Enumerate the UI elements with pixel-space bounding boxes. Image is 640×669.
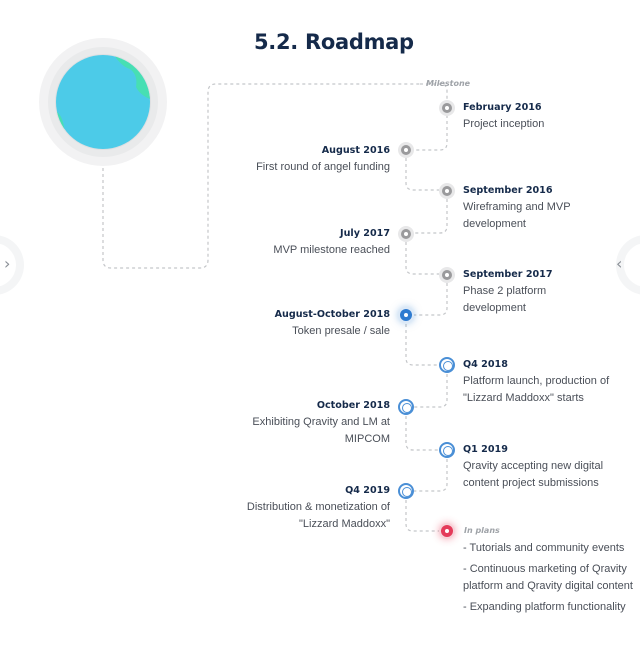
timeline-date: Q4 2019 [345,485,390,496]
chevron-left-icon: ‹ [616,254,623,273]
next-arrow-button[interactable]: ‹ [592,230,640,300]
timeline-node-future [398,483,414,499]
timeline-date: August 2016 [321,145,390,156]
timeline-date: July 2017 [340,228,390,239]
timeline-entry: Q4 2018 Platform launch, production of "… [463,357,613,407]
timeline-node-plans [439,523,455,539]
timeline-node-past [439,100,455,116]
timeline-desc: Phase 2 platform development [463,285,547,314]
timeline-desc: Exhibiting Qravity and LM at MIPCOM [252,416,390,445]
chevron-right-icon: › [4,254,11,273]
timeline-entry: Q1 2019 Qravity accepting new digital co… [463,442,633,492]
timeline-date: October 2018 [316,400,390,411]
timeline-node-past [439,183,455,199]
timeline-entry: August 2016 First round of angel funding [190,143,390,176]
timeline-node-future [398,399,414,415]
timeline-desc: MVP milestone reached [273,244,390,256]
timeline-node-past [439,267,455,283]
timeline-entry: September 2016 Wireframing and MVP devel… [463,183,613,233]
plans-item: - Tutorials and community events [463,542,625,554]
globe-badge [39,38,167,166]
timeline-date: February 2016 [463,102,542,113]
timeline-date: September 2017 [463,269,553,280]
timeline-date: August-October 2018 [274,309,390,320]
prev-arrow-button[interactable]: › [0,230,48,300]
timeline-entry: October 2018 Exhibiting Qravity and LM a… [240,398,390,448]
timeline-desc: Distribution & monetization of "Lizzard … [246,501,390,530]
timeline-desc: Platform launch, production of "Lizzard … [463,375,610,404]
timeline-date: Q1 2019 [463,444,508,455]
timeline-node-future [439,357,455,373]
timeline-date: Q4 2018 [463,359,508,370]
timeline-desc: Qravity accepting new digital content pr… [463,460,604,489]
timeline-desc: First round of angel funding [256,161,390,173]
timeline-entry: September 2017 Phase 2 platform developm… [463,267,593,317]
timeline-node-past [398,142,414,158]
timeline-entry: Q4 2019 Distribution & monetization of "… [240,483,390,533]
timeline-date: September 2016 [463,185,553,196]
timeline-desc: Token presale / sale [292,325,390,337]
milestone-label: Milestone [426,79,471,88]
timeline-entry: February 2016 Project inception [463,100,633,133]
globe-icon [56,55,150,149]
plans-list: - Tutorials and community events - Conti… [463,540,638,620]
timeline-entry: July 2017 MVP milestone reached [190,226,390,259]
plans-item: - Continuous marketing of Qravity platfo… [463,563,633,592]
plans-item: - Expanding platform functionality [463,601,626,613]
timeline-node-future [439,442,455,458]
timeline-desc: Project inception [463,118,545,130]
in-plans-label: In plans [464,526,500,535]
timeline-node-past [398,226,414,242]
page-title: 5.2. Roadmap [254,30,414,54]
timeline-node-current [398,307,414,323]
timeline-entry: August-October 2018 Token presale / sale [190,307,390,340]
timeline-desc: Wireframing and MVP development [463,201,571,230]
